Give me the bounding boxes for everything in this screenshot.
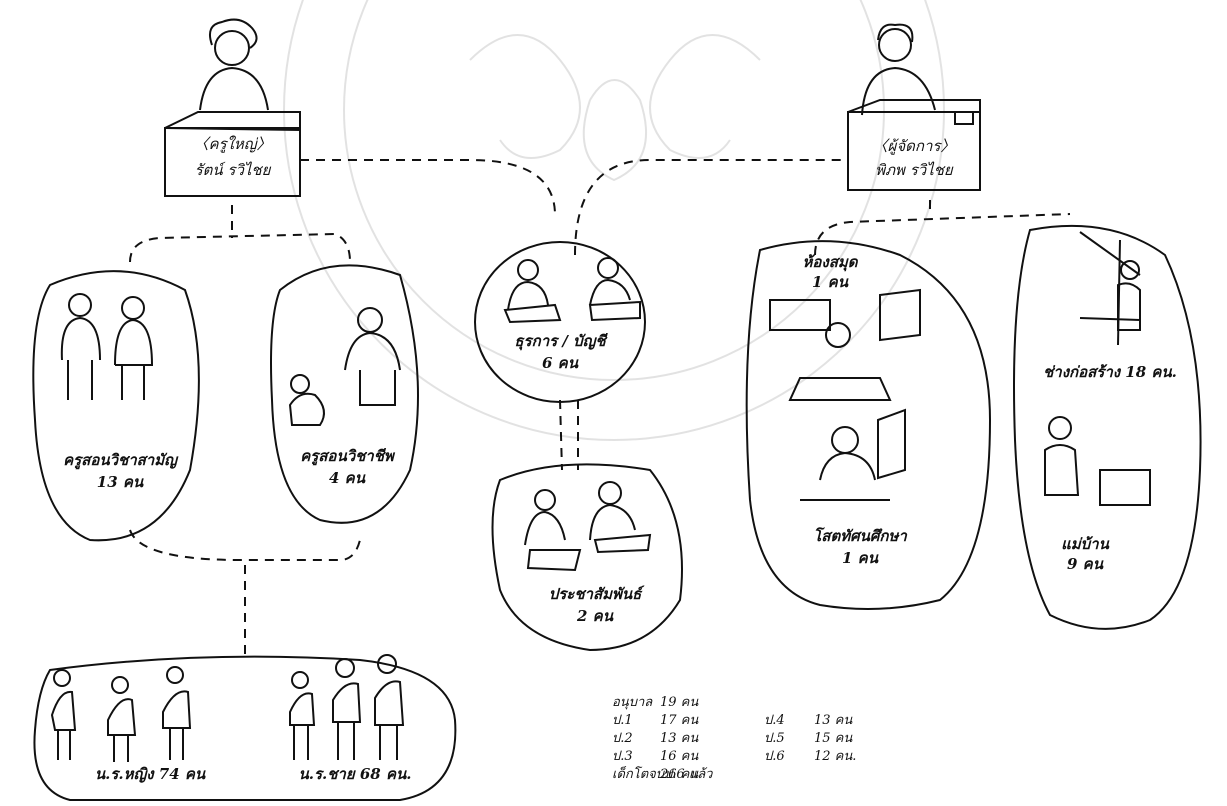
clerks-title: ธุรการ / บัญชี — [514, 332, 606, 350]
class-stats-cell: ป.1 — [612, 713, 633, 728]
class-stats-cell — [814, 694, 884, 712]
class-stats-cell: 13 คน — [660, 731, 699, 746]
vocational-teachers-count: 4 คน — [329, 469, 365, 487]
class-stats-cell: 17 คน — [660, 713, 699, 728]
class-stats-row: อนุบาล 19 คน — [612, 694, 884, 712]
cooks-count: 9 คน — [1067, 555, 1103, 573]
cooks-title: แม่บ้าน — [1061, 535, 1109, 553]
class-stats-cell: อนุบาล — [612, 695, 653, 710]
class-stats-cell: 16 คน — [660, 749, 699, 764]
general-teachers-title: ครูสอนวิชาสามัญ — [63, 451, 177, 469]
director-name: พิภพ รวิไชย — [875, 161, 953, 179]
class-stats-cell: 26 คน — [660, 767, 699, 782]
class-stats-cell: เด็กโตจบป.6 แล้ว — [612, 767, 713, 782]
figure-sketches — [50, 231, 1151, 762]
class-stats-cell: 12 คน. — [814, 749, 857, 764]
class-stats-cell: ป.5 — [764, 731, 785, 746]
connector-lines — [129, 159, 1071, 660]
library-title: ห้องสมุด — [802, 253, 858, 271]
principal-name: รัตน์ รวิไชย — [194, 161, 271, 179]
pr-count: 2 คน — [577, 607, 613, 625]
bubble-vocational-teachers — [270, 264, 419, 524]
class-stats-cell: ป.4 — [764, 713, 785, 728]
clerks-count: 6 คน — [542, 354, 578, 372]
general-teachers-count: 13 คน — [96, 473, 144, 491]
class-stats-cell: 13 คน — [814, 713, 853, 728]
principal-desk — [164, 18, 301, 197]
library-count: 1 คน — [812, 273, 848, 291]
bubble-workers — [1013, 224, 1202, 630]
builders-title: ช่างก่อสร้าง 18 คน. — [1043, 363, 1177, 381]
av-title: โสตทัศนศึกษา — [813, 527, 907, 545]
bubble-library-av — [745, 240, 992, 610]
class-stats-cell — [764, 766, 814, 784]
class-stats-cell: 19 คน — [660, 695, 699, 710]
bubble-general-teachers — [32, 270, 200, 542]
pr-title: ประชาสัมพันธ์ — [548, 585, 642, 603]
principal-role: 〈ครูใหญ่〉 — [193, 135, 272, 153]
bubble-pr — [491, 463, 683, 652]
bubble-students — [33, 655, 457, 801]
class-stats-cell — [814, 766, 884, 784]
bubble-clerks — [474, 241, 646, 403]
watermark-seal — [283, 0, 945, 441]
students-boys: น.ร.ชาย 68 คน. — [298, 765, 412, 783]
class-stats-cell: 15 คน — [814, 731, 853, 746]
director-role: 〈ผู้จัดการ〉 — [872, 137, 956, 155]
class-stats-cell: ป.6 — [764, 749, 785, 764]
students-girls: น.ร.หญิง 74 คน — [94, 765, 206, 783]
class-stats-row: ป.1 17 คน ป.4 13 คน — [612, 712, 884, 730]
av-count: 1 คน — [842, 549, 878, 567]
vocational-teachers-title: ครูสอนวิชาชีพ — [300, 447, 394, 465]
class-stats-cell: ป.3 — [612, 749, 633, 764]
director-desk — [847, 23, 981, 191]
class-stats-row: ป.2 13 คน ป.5 15 คน — [612, 730, 884, 748]
class-stats-cell: ป.2 — [612, 731, 633, 746]
class-stats-cell — [764, 694, 814, 712]
node-bubbles — [32, 224, 1202, 801]
class-stats-row: ป.3 16 คน ป.6 12 คน. — [612, 748, 884, 766]
